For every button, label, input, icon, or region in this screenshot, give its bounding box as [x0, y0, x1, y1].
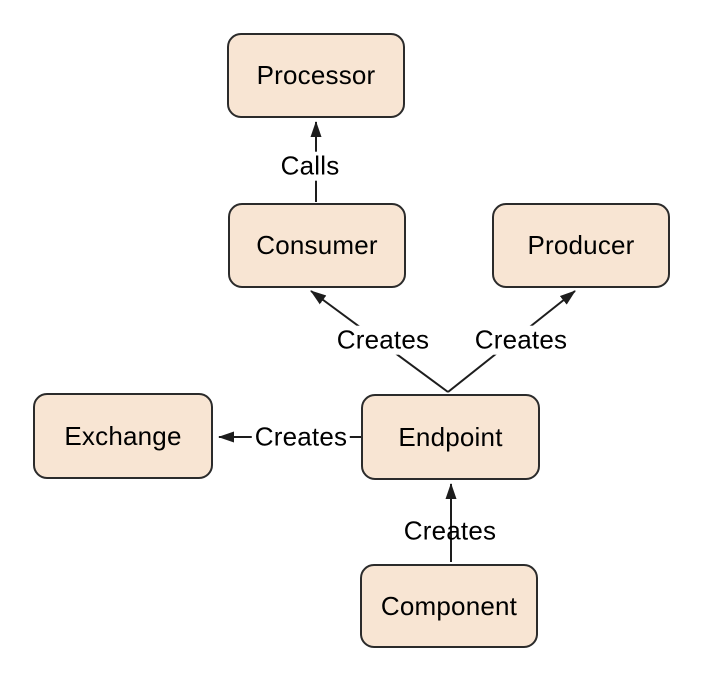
edge-label-creates-exchange: Creates	[251, 423, 351, 452]
edge-label-creates-component: Creates	[403, 515, 497, 546]
node-processor-label: Processor	[256, 60, 376, 90]
node-component: Component	[360, 564, 538, 648]
edge-label-calls: Calls	[277, 152, 343, 181]
node-producer: Producer	[492, 203, 670, 288]
node-exchange-label: Exchange	[64, 420, 182, 451]
node-endpoint-label: Endpoint	[398, 421, 503, 452]
node-consumer: Consumer	[228, 203, 406, 288]
node-component-label: Component	[380, 590, 518, 621]
node-producer-label: Producer	[527, 230, 635, 260]
node-consumer-label: Consumer	[256, 230, 378, 260]
edge-label-creates-consumer: Creates	[333, 326, 433, 355]
node-processor: Processor	[227, 33, 405, 118]
node-exchange: Exchange	[33, 393, 213, 479]
node-endpoint: Endpoint	[361, 394, 540, 480]
edge-label-creates-producer: Creates	[471, 326, 571, 355]
